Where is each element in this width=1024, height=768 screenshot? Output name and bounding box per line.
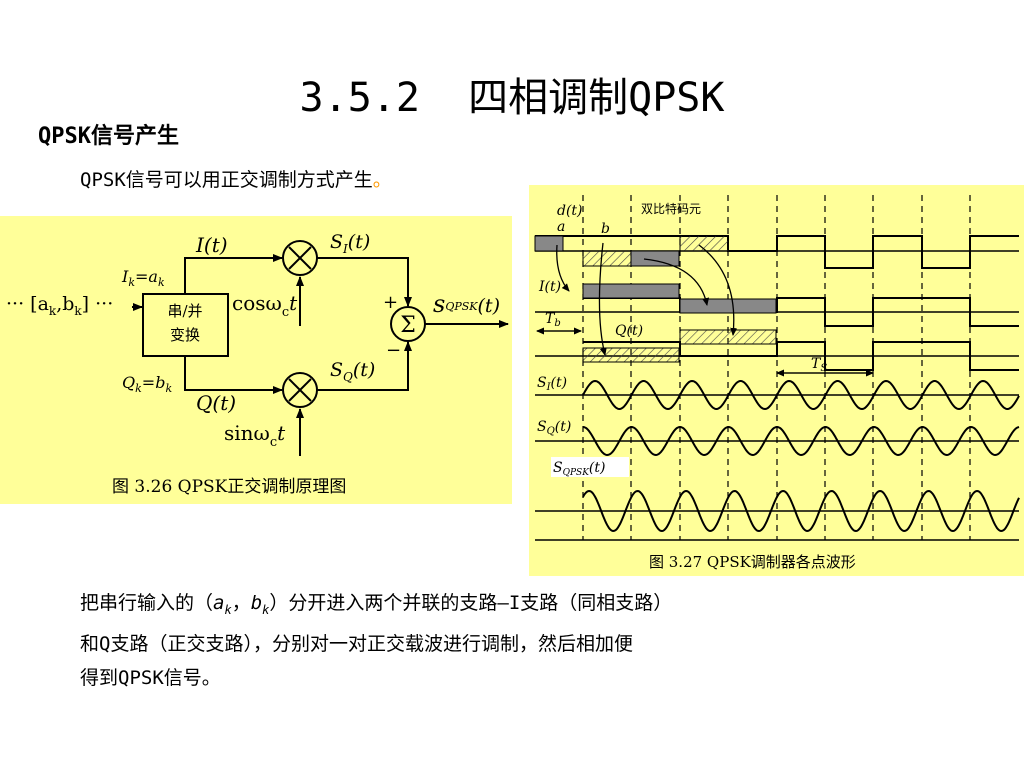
dt-bit-b — [582, 250, 632, 267]
figure-qpsk-modulator-diagram: ··· [ak,bk] ··· 串/并 变换 I(t) Ik=ak Q(t) Q… — [0, 216, 512, 504]
intro-sentence: QPSK信号可以用正交调制方式产生 — [80, 169, 373, 191]
intro-period: 。 — [372, 169, 392, 191]
minus-sign: − — [386, 340, 401, 361]
page-title: 3.5.2 四相调制QPSK — [299, 75, 725, 121]
i-multiplier — [282, 240, 318, 276]
q-branch-line — [184, 356, 283, 394]
waveforms-svg: d(t) a b 双比特码元 I(t) Tb Q(t) TS SI(t) SQ(… — [534, 195, 1020, 541]
output-label: sQPSK(t) — [433, 290, 500, 318]
sq-waveform — [582, 425, 1020, 457]
sqpsk-wave-label: SQPSK(t) — [553, 460, 605, 478]
it-level-2 — [679, 298, 777, 314]
dt-bit-4 — [679, 235, 729, 252]
it-label: I(t) — [538, 279, 561, 295]
ik-equation: Ik=ak — [121, 267, 165, 289]
intro-text: QPSK信号可以用正交调制方式产生。 — [80, 166, 392, 194]
sq-wave-label: SQ(t) — [537, 419, 571, 437]
figure-3-27-caption: 图 3.27 QPSK调制器各点波形 — [649, 553, 856, 571]
sq-line — [317, 341, 412, 391]
body-paragraph: 把串行输入的（ak，bk）分开进入两个并联的支路—I支路（同相支路） 和Q支路（… — [80, 586, 980, 695]
plus-sign: + — [383, 292, 398, 313]
section-heading: QPSK信号产生 — [38, 124, 179, 149]
ts-label: TS — [811, 356, 827, 374]
q-t-label: Q(t) — [196, 391, 236, 415]
i-t-label: I(t) — [195, 233, 228, 257]
bit-a-label: a — [557, 219, 565, 235]
si-line — [317, 257, 412, 307]
dt-label: d(t) — [557, 203, 583, 219]
qt-level-2 — [679, 329, 777, 345]
sqpsk-label-bg — [551, 457, 629, 477]
qt-waveform — [583, 341, 1019, 371]
qt-label: Q(t) — [615, 323, 643, 339]
summer-sigma: Σ — [400, 313, 416, 338]
i-branch-line — [184, 254, 283, 294]
dt-bit-a — [534, 235, 564, 252]
box-label-line1: 串/并 — [167, 302, 202, 320]
input-sequence-label: ··· [ak,bk] ··· — [6, 293, 113, 318]
qt-level-1 — [582, 347, 680, 363]
figure-3-26-caption: 图 3.26 QPSK正交调制原理图 — [112, 477, 347, 497]
sin-carrier-label: sinωct — [224, 421, 286, 450]
q-multiplier — [282, 372, 318, 408]
sq-label: SQ(t) — [330, 359, 375, 384]
it-level-1 — [582, 283, 680, 299]
dibit-label: 双比特码元 — [641, 201, 701, 216]
mapping-arrows — [556, 242, 738, 356]
dt-bit-3 — [630, 250, 680, 267]
modulator-diagram-svg: ··· [ak,bk] ··· 串/并 变换 I(t) Ik=ak Q(t) Q… — [6, 231, 509, 456]
box-label-line2: 变换 — [170, 326, 200, 344]
qk-equation: Qk=bk — [122, 373, 172, 395]
figure-qpsk-waveforms: d(t) a b 双比特码元 I(t) Tb Q(t) TS SI(t) SQ(… — [529, 185, 1024, 576]
body-line-1: 把串行输入的（ak，bk）分开进入两个并联的支路—I支路（同相支路） — [80, 592, 673, 617]
dt-waveform — [535, 235, 1019, 269]
si-waveform — [582, 379, 1020, 411]
body-line-2: 和Q支路（正交支路），分别对一对正交载波进行调制，然后相加便 — [80, 632, 633, 655]
si-wave-label: SI(t) — [537, 375, 567, 393]
bit-b-label: b — [601, 221, 610, 237]
tb-label: Tb — [545, 311, 561, 329]
sqpsk-waveform — [582, 489, 1020, 533]
body-line-3: 得到QPSK信号。 — [80, 666, 221, 689]
cos-carrier-label: cosωct — [232, 291, 298, 320]
si-label: SI(t) — [330, 231, 370, 256]
